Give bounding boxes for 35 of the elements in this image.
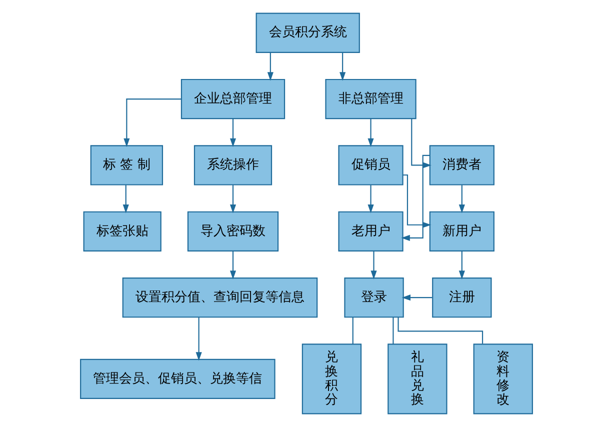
- node-box: 标签张贴: [83, 210, 162, 251]
- arrow: [401, 154, 430, 240]
- node-box: 资料修改: [473, 343, 533, 414]
- arrow: [124, 98, 182, 147]
- node-box: 注册: [432, 277, 492, 318]
- node-box: 系统操作: [194, 144, 272, 185]
- node-box: 促销员: [338, 144, 404, 185]
- arrow: [402, 294, 432, 300]
- node-box: 礼品兑换: [388, 343, 448, 414]
- node-box: 设置积分值、查询回复等信息: [122, 277, 318, 318]
- node-box: 消费者: [429, 144, 494, 185]
- arrow: [267, 52, 274, 80]
- arrow: [340, 52, 346, 80]
- node-box: 新用户: [429, 210, 494, 251]
- connector: [352, 316, 354, 344]
- node-box: 非总部管理: [325, 78, 416, 119]
- arrow: [230, 250, 236, 279]
- arrow: [368, 184, 374, 213]
- arrow: [368, 118, 374, 147]
- node-box: 标 签 制: [90, 144, 164, 185]
- node-box: 兑换积分: [302, 343, 362, 414]
- connector: [392, 316, 394, 344]
- node-box: 企业总部管理: [180, 78, 286, 119]
- node-box: 登录: [344, 277, 404, 318]
- arrow: [230, 184, 236, 213]
- arrow: [458, 250, 465, 279]
- arrow: [230, 118, 236, 147]
- node-box: 导入密码数: [187, 210, 279, 251]
- node-box: 管理会员、促销员、兑换等信: [80, 358, 276, 399]
- arrow: [458, 184, 465, 213]
- arrow: [196, 316, 202, 360]
- node-box: 会员积分系统: [256, 12, 360, 52]
- arrow: [122, 184, 129, 213]
- node-box: 老用户: [338, 210, 404, 251]
- arrow: [370, 250, 377, 279]
